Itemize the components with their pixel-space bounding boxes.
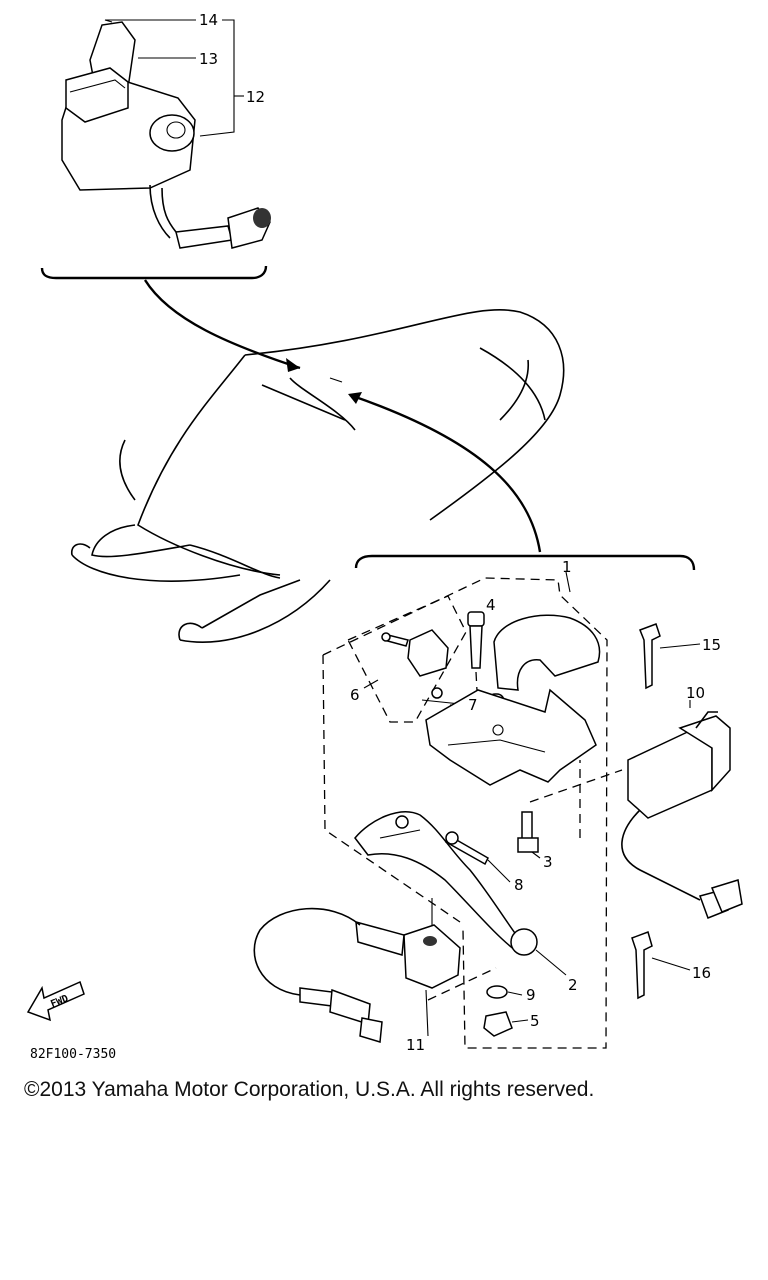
copyright-notice: ©2013 Yamaha Motor Corporation, U.S.A. A… (24, 1078, 595, 1101)
part-3-bolt (517, 811, 539, 853)
part-15-cable-tie (639, 623, 661, 690)
callout-7: 7 (468, 696, 478, 714)
part-4-bolt (467, 611, 485, 711)
callout-15: 15 (702, 636, 721, 654)
callout-8: 8 (514, 876, 524, 894)
part-6-block (381, 629, 449, 699)
callout-9: 9 (526, 986, 536, 1004)
brake-lever (354, 811, 538, 956)
part-9-washer (486, 985, 508, 999)
callout-13: 13 (199, 50, 218, 68)
callout-14: 14 (199, 11, 218, 29)
snowmobile-body (70, 308, 565, 643)
fwd-arrow-icon: FWD (26, 980, 85, 1022)
callout-2: 2 (568, 976, 578, 994)
throttle-housing-assembly (61, 21, 271, 249)
part-16-cable-tie (631, 931, 653, 1000)
callout-11: 11 (406, 1036, 425, 1054)
part-5-nut (483, 1011, 513, 1037)
part-8-screw (445, 831, 489, 866)
callout-10: 10 (686, 684, 705, 702)
part-11-switch (253, 907, 461, 1043)
drawing-code: 82F100-7350 (30, 1047, 116, 1062)
callout-1: 1 (562, 558, 572, 576)
callout-3: 3 (543, 853, 553, 871)
callout-12: 12 (246, 88, 265, 106)
callout-4: 4 (486, 596, 496, 614)
callout-16: 16 (692, 964, 711, 982)
exploded-view-drawing: 14 13 12 (26, 11, 743, 1062)
callout-6: 6 (350, 686, 360, 704)
part-10-switch (621, 711, 743, 919)
callout-5: 5 (530, 1012, 540, 1030)
